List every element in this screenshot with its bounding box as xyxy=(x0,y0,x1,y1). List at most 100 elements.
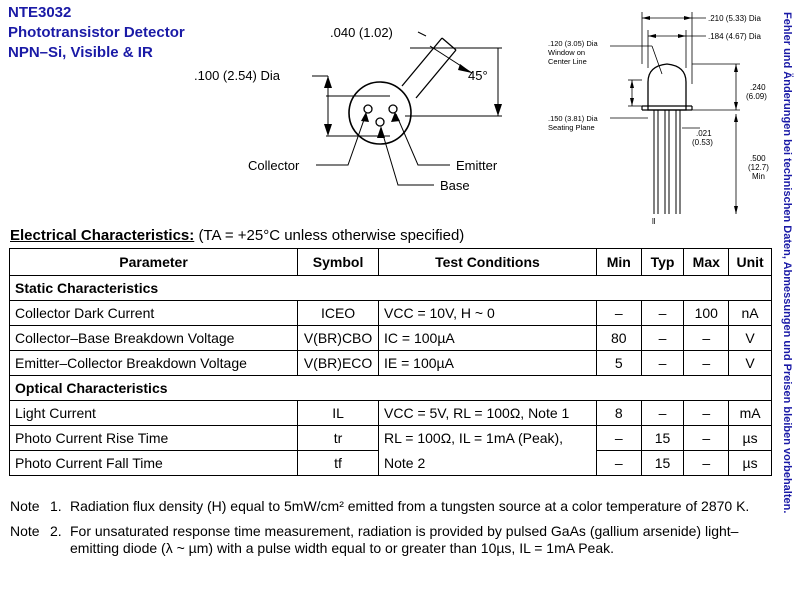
col-typ: Typ xyxy=(640,248,685,276)
electrical-heading: Electrical Characteristics: (TA = +25°C … xyxy=(10,227,464,244)
cell-typ: 15 xyxy=(640,425,685,451)
col-test-conditions: Test Conditions xyxy=(378,248,597,276)
dim-circle-label: .100 (2.54) Dia xyxy=(194,68,281,83)
table-header-row: Parameter Symbol Test Conditions Min Typ… xyxy=(8,248,772,276)
cell-unit: µs xyxy=(728,425,772,451)
cell-symbol: tr xyxy=(297,425,379,451)
seating-label-1: .150 (3.81) Dia xyxy=(548,114,598,123)
cell-min: – xyxy=(595,450,642,476)
emitter-label: Emitter xyxy=(456,158,498,173)
cell-symbol: IL xyxy=(297,400,379,426)
window-label-2: Window on xyxy=(548,48,585,57)
cell-min: 5 xyxy=(595,350,642,376)
cell-cond: IE = 100µA xyxy=(378,350,597,376)
cell-param: Light Current xyxy=(8,400,299,426)
lead-len-label-2: (12.7) xyxy=(748,163,769,172)
table-row: Collector–Base Breakdown Voltage V(BR)CB… xyxy=(8,325,772,351)
note-number: 1. xyxy=(50,498,62,514)
cell-symbol: tf xyxy=(297,450,379,476)
table-row: Collector Dark Current ICEO VCC = 10V, H… xyxy=(8,300,772,326)
col-max: Max xyxy=(683,248,730,276)
cell-min: 80 xyxy=(595,325,642,351)
lead-end-mark: ll xyxy=(652,217,656,226)
cell-param: Photo Current Rise Time xyxy=(8,425,299,451)
table-row: Photo Current Fall Time tf Note 2 – 15 –… xyxy=(8,450,772,476)
lead-dia-label-2: (0.53) xyxy=(692,138,713,147)
cell-unit: µs xyxy=(728,450,772,476)
package-outline xyxy=(348,81,412,145)
title-block: NTE3032 Phototransistor Detector NPN–Si,… xyxy=(8,3,185,63)
note-text: Radiation flux density (H) equal to 5mW/… xyxy=(70,498,750,514)
section-static-label: Static Characteristics xyxy=(9,275,772,301)
cell-typ: – xyxy=(640,300,685,326)
note-1: Note 1. Radiation flux density (H) equal… xyxy=(10,498,780,515)
bottom-view-diagram: .040 (1.02) 45° .100 (2.54) Dia Collecto… xyxy=(194,25,502,193)
col-parameter: Parameter xyxy=(8,248,299,276)
collector-pin xyxy=(363,104,373,114)
window-label-1: .120 (3.05) Dia xyxy=(548,39,598,48)
col-unit: Unit xyxy=(728,248,772,276)
cell-typ: – xyxy=(640,325,685,351)
cell-cond: IC = 100µA xyxy=(378,325,597,351)
lead-len-label-1: .500 xyxy=(750,154,766,163)
cell-symbol: V(BR)ECO xyxy=(297,350,379,376)
dim-lead-label: .040 (1.02) xyxy=(330,25,393,40)
lead-len-label-3: Min xyxy=(752,172,765,181)
table-row: Emitter–Collector Breakdown Voltage V(BR… xyxy=(8,350,772,376)
note-2: Note 2. For unsaturated response time me… xyxy=(10,523,780,557)
emitter-pin xyxy=(388,104,398,114)
disclaimer-text: Fehler und Änderungen bei technischen Da… xyxy=(781,12,793,514)
note-number: 2. xyxy=(50,523,62,539)
cell-min: 8 xyxy=(595,400,642,426)
lead-dia-label-1: .021 xyxy=(696,129,712,138)
cell-min: – xyxy=(595,300,642,326)
angle-label: 45° xyxy=(468,68,488,83)
cell-max: – xyxy=(683,400,730,426)
note-label: Note xyxy=(10,523,40,539)
cell-cond: RL = 100Ω, IL = 1mA (Peak), xyxy=(378,425,597,451)
height-label-2: (6.09) xyxy=(746,92,767,101)
side-view-diagram: .210 (5.33) Dia .184 (4.67) Dia .120 (3.… xyxy=(548,12,769,226)
electrical-title: Electrical Characteristics: xyxy=(10,227,195,244)
cell-param: Collector–Base Breakdown Voltage xyxy=(8,325,299,351)
part-number: NTE3032 xyxy=(8,4,72,21)
seating-label-2: Seating Plane xyxy=(548,123,595,132)
cell-unit: V xyxy=(728,350,772,376)
device-type: NPN–Si, Visible & IR xyxy=(8,44,153,61)
cell-min: – xyxy=(595,425,642,451)
device-name: Phototransistor Detector xyxy=(8,24,185,41)
cell-unit: mA xyxy=(728,400,772,426)
orientation-tab xyxy=(401,37,473,99)
table-row: Photo Current Rise Time tr RL = 100Ω, IL… xyxy=(8,425,772,451)
base-label: Base xyxy=(440,178,470,193)
col-min: Min xyxy=(595,248,642,276)
vertical-disclaimer: Fehler und Änderungen bei technischen Da… xyxy=(775,12,797,532)
notes-section: Note 1. Radiation flux density (H) equal… xyxy=(10,498,780,565)
cell-cond: Note 2 xyxy=(378,450,597,476)
cell-typ: – xyxy=(640,350,685,376)
cell-typ: 15 xyxy=(640,450,685,476)
note-label: Note xyxy=(10,498,40,514)
cell-max: – xyxy=(683,450,730,476)
cell-max: 100 xyxy=(683,300,730,326)
cell-max: – xyxy=(683,425,730,451)
dim-210-label: .210 (5.33) Dia xyxy=(708,14,761,23)
cell-typ: – xyxy=(640,400,685,426)
col-symbol: Symbol xyxy=(297,248,379,276)
dim-184-label: .184 (4.67) Dia xyxy=(708,32,761,41)
section-row-static: Static Characteristics xyxy=(9,275,772,301)
window-label-3: Center Line xyxy=(548,57,587,66)
cell-max: – xyxy=(683,350,730,376)
cell-symbol: V(BR)CBO xyxy=(297,325,379,351)
cell-cond: VCC = 10V, H ~ 0 xyxy=(378,300,597,326)
cell-param: Emitter–Collector Breakdown Voltage xyxy=(8,350,299,376)
table-row: Light Current IL VCC = 5V, RL = 100Ω, No… xyxy=(8,400,772,426)
electrical-table: Parameter Symbol Test Conditions Min Typ… xyxy=(8,248,772,476)
cell-unit: V xyxy=(728,325,772,351)
collector-label: Collector xyxy=(248,158,300,173)
note-text: For unsaturated response time measuremen… xyxy=(70,523,739,556)
cell-max: – xyxy=(683,325,730,351)
cell-param: Collector Dark Current xyxy=(8,300,299,326)
base-pin xyxy=(375,117,385,127)
cell-cond: VCC = 5V, RL = 100Ω, Note 1 xyxy=(378,400,597,426)
